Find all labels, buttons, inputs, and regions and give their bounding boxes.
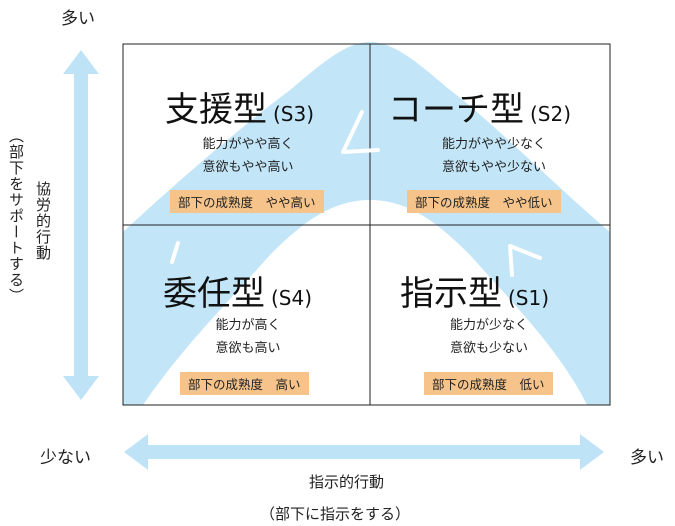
quadrant-s3-title: 支援型(S3) — [165, 82, 314, 131]
development-curve — [123, 42, 610, 405]
quadrant-s3-code: (S3) — [273, 102, 315, 126]
quadrant-s1-ability: 能力が少なく — [449, 318, 528, 333]
quadrant-s4-title: 委任型(S4) — [163, 266, 312, 315]
quadrant-s2-title: コーチ型(S2) — [388, 82, 571, 131]
quadrant-s1-description: 能力が少なく 意欲も少ない — [440, 314, 538, 360]
quadrant-s3-name: 支援型 — [165, 90, 267, 130]
quadrant-s1-motivation: 意欲も少ない — [449, 341, 528, 356]
quadrant-s1-code: (S1) — [508, 286, 550, 310]
horizontal-axis-left-label: 少ない — [40, 448, 91, 468]
horizontal-axis-arrow — [124, 434, 604, 470]
curve-direction-mark-left — [170, 241, 180, 264]
vertical-axis-label: 協労的行動 — [34, 181, 52, 261]
quadrant-s2-ability: 能力がやや少なく — [441, 137, 546, 152]
vertical-axis-sublabel: （部下をサポートする） — [7, 128, 25, 304]
quadrant-s4-ability: 能力が高く — [215, 318, 281, 333]
quadrant-s4-maturity-badge: 部下の成熟度 高い — [180, 372, 309, 395]
quadrant-s1-maturity-badge: 部下の成熟度 低い — [424, 372, 553, 395]
vertical-axis-arrow — [63, 50, 99, 400]
quadrant-s2-description: 能力がやや少なく 意欲もやや少ない — [438, 133, 550, 179]
quadrant-s4-description: 能力が高く 意欲も高い — [205, 314, 291, 360]
quadrant-s1-name: 指示型 — [400, 274, 502, 314]
quadrant-s2-code: (S2) — [530, 102, 572, 126]
quadrant-s4-motivation: 意欲も高い — [215, 341, 281, 356]
quadrant-s2-maturity-badge: 部下の成熟度 やや低い — [407, 190, 561, 213]
quadrant-s4-name: 委任型 — [163, 274, 265, 314]
quadrant-s4-code: (S4) — [271, 286, 313, 310]
quadrant-s3-description: 能力がやや高く 意欲もやや高い — [198, 133, 298, 179]
quadrant-s3-maturity-badge: 部下の成熟度 やや高い — [170, 190, 324, 213]
quadrant-s3-motivation: 意欲もやや高い — [202, 160, 294, 175]
horizontal-axis-sublabel: （部下に指示をする） — [260, 505, 411, 523]
quadrant-s2-name: コーチ型 — [388, 90, 524, 130]
horizontal-axis-right-label: 多い — [630, 448, 664, 468]
quadrant-s2-motivation: 意欲もやや少ない — [441, 160, 546, 175]
quadrant-s1-title: 指示型(S1) — [400, 266, 549, 315]
curve-direction-chevron-top — [341, 110, 380, 154]
horizontal-axis-label: 指示的行動 — [309, 473, 385, 491]
curve-direction-chevron-right — [508, 244, 542, 277]
vertical-axis-top-label: 多い — [61, 9, 95, 29]
quadrant-s3-ability: 能力がやや高く — [202, 137, 294, 152]
